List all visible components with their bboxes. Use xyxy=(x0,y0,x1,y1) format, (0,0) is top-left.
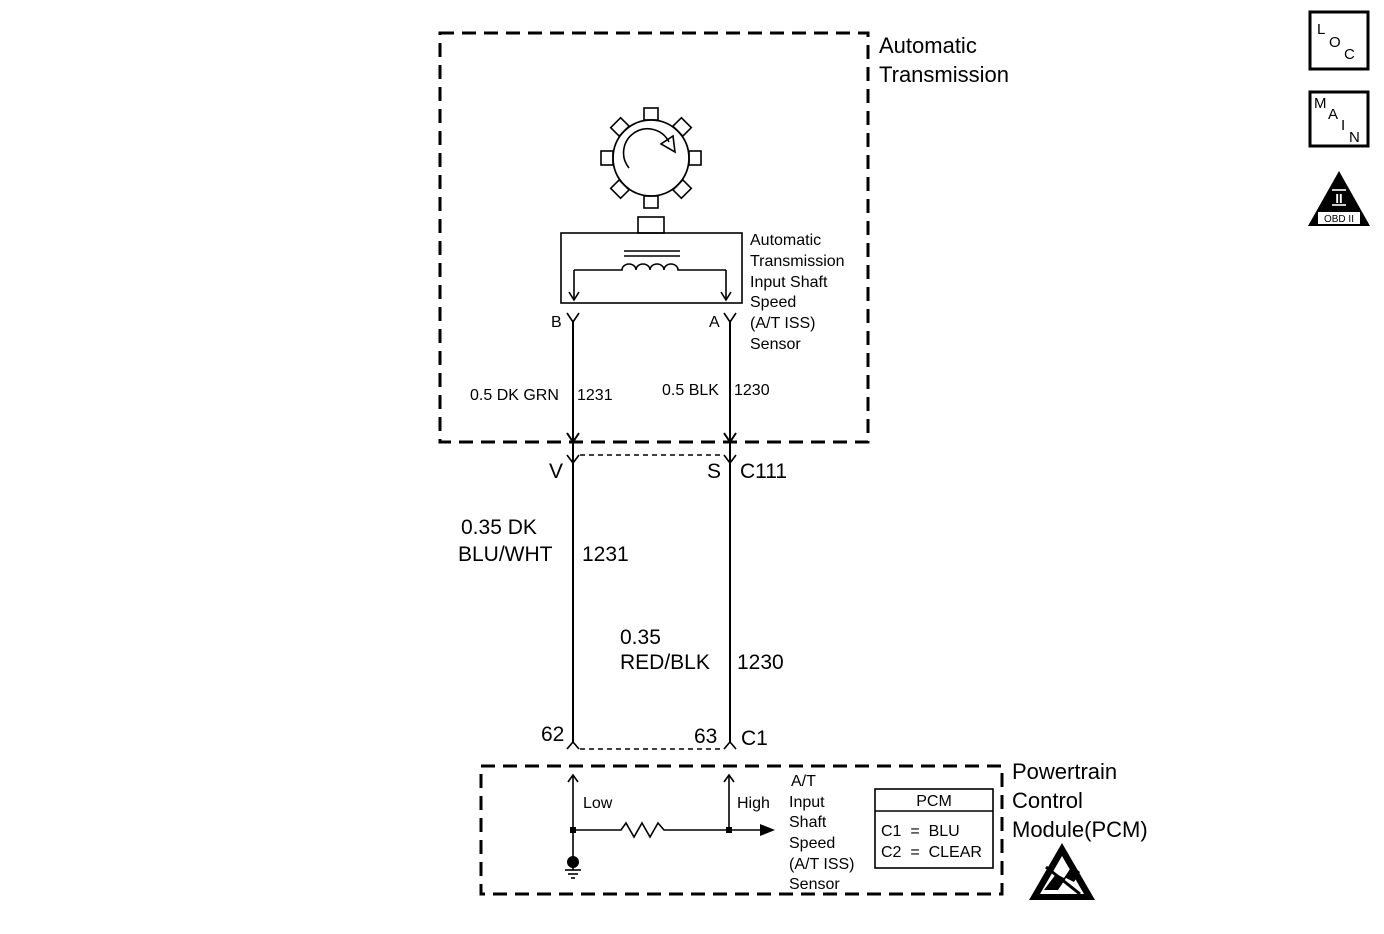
loc-letter-c: C xyxy=(1344,46,1355,63)
c111-pin-s: S xyxy=(707,460,721,483)
wire-lower-right-line2: RED/BLK xyxy=(620,651,710,674)
esd-warning-icon xyxy=(1029,843,1095,900)
pcm-signal-line6: Sensor xyxy=(789,876,840,893)
obd-caption: OBD II xyxy=(1324,214,1354,225)
pcm-high-label: High xyxy=(737,795,770,812)
pcm-signal-line1: A/T xyxy=(791,773,816,790)
pcm-internal-circuit xyxy=(565,773,775,879)
wire-lower-right-circuit: 1230 xyxy=(737,651,784,674)
connector-c1 xyxy=(566,740,737,750)
wire-lower-left-line1: 0.35 DK xyxy=(461,516,537,539)
wire-lower-left-line2: BLU/WHT xyxy=(458,543,553,566)
wire-lower-left-circuit: 1231 xyxy=(582,543,629,566)
c111-name: C111 xyxy=(740,460,787,483)
pcm-connector-table xyxy=(874,788,994,869)
terminal-b-mark xyxy=(566,312,580,324)
sensor-label-line6: Sensor xyxy=(750,336,801,353)
c1-pin-63: 63 xyxy=(694,725,717,748)
loc-letter-l: L xyxy=(1317,21,1325,38)
loc-icon[interactable]: L O C xyxy=(1308,10,1370,71)
wire-upper-left-color: 0.5 DK GRN xyxy=(470,387,559,404)
sensor-terminal-a: A xyxy=(709,314,720,331)
sensor-label-line1: Automatic xyxy=(750,232,821,249)
obd-ii-icon[interactable]: II OBD II xyxy=(1308,171,1370,226)
main-letter-a: A xyxy=(1328,106,1338,123)
input-shaft-speed-sensor xyxy=(560,216,743,304)
pcm-signal-line2: Input xyxy=(789,794,825,811)
c111-pin-v: V xyxy=(549,460,563,483)
connector-c111 xyxy=(566,454,737,465)
pcm-signal-line5: (A/T ISS) xyxy=(789,856,855,873)
main-letter-n: N xyxy=(1349,129,1360,146)
c1-name: C1 xyxy=(741,727,768,750)
sensor-label-line5: (A/T ISS) xyxy=(750,315,816,332)
sensor-terminal-b: B xyxy=(551,314,562,331)
wire-upper-right-circuit: 1230 xyxy=(734,382,770,399)
pcm-signal-line3: Shaft xyxy=(789,814,827,831)
wire-upper-right-color: 0.5 BLK xyxy=(662,382,719,399)
pcm-title-line1: Powertrain xyxy=(1012,759,1117,784)
pcm-table-row2: C2 = CLEAR xyxy=(881,844,982,861)
loc-letter-o: O xyxy=(1329,34,1341,51)
pcm-signal-line4: Speed xyxy=(789,835,835,852)
c1-pin-62: 62 xyxy=(541,723,564,746)
pcm-table-header: PCM xyxy=(916,793,952,810)
pcm-title-line3: Module(PCM) xyxy=(1012,817,1148,842)
transmission-title-line1: Automatic xyxy=(879,33,977,58)
wire-lower-right-line1: 0.35 xyxy=(620,626,661,649)
pcm-enclosure xyxy=(479,764,1004,896)
main-icon[interactable]: M A I N xyxy=(1308,90,1370,148)
transmission-title-line2: Transmission xyxy=(879,62,1009,87)
main-letter-i: I xyxy=(1341,117,1345,134)
wire-upper-left-circuit: 1231 xyxy=(577,387,613,404)
reluctor-wheel-icon xyxy=(600,107,702,209)
sensor-label-line3: Input Shaft xyxy=(750,274,828,291)
pcm-title-line2: Control xyxy=(1012,788,1083,813)
terminal-a-mark xyxy=(723,312,737,324)
c111-left-arrow xyxy=(566,432,580,444)
main-letter-m: M xyxy=(1314,95,1327,112)
sensor-label-line2: Transmission xyxy=(750,253,845,270)
sensor-label-line4: Speed xyxy=(750,294,796,311)
c111-right-arrow xyxy=(723,432,737,444)
obd-numeral: II xyxy=(1335,191,1342,206)
pcm-low-label: Low xyxy=(583,795,613,812)
pcm-table-row1: C1 = BLU xyxy=(881,823,960,840)
